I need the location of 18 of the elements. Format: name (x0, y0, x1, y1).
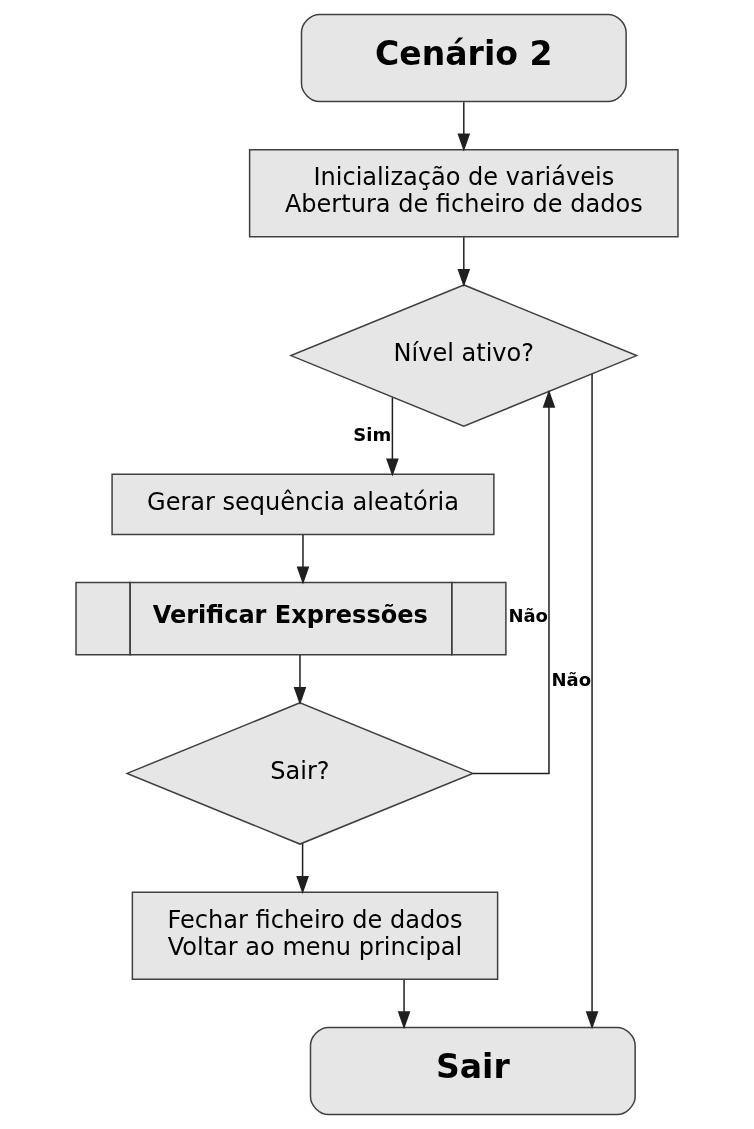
node-box: Cenário 2 (300, 13, 627, 103)
node-box: Sair (309, 1026, 636, 1116)
edge-label: Não (508, 604, 549, 626)
arrow (296, 842, 309, 895)
arrow (457, 236, 471, 287)
node-box: Inicialização de variáveis Abertura de ficheiro de dados (248, 148, 679, 238)
node-diamond: Sair? (125, 701, 475, 845)
arrow (293, 654, 307, 705)
arrow (457, 101, 471, 152)
arrow (296, 534, 310, 585)
arrow (386, 396, 399, 477)
arrow (472, 389, 556, 775)
edge-label: Não (551, 669, 592, 691)
arrow (397, 979, 411, 1030)
node-box: Fechar ficheiro de dados Voltar ao menu principal (131, 891, 499, 981)
node-box: Gerar sequência aleatória (111, 473, 495, 536)
node-diamond: Nível ativo? (288, 284, 639, 428)
arrow (585, 373, 599, 1030)
